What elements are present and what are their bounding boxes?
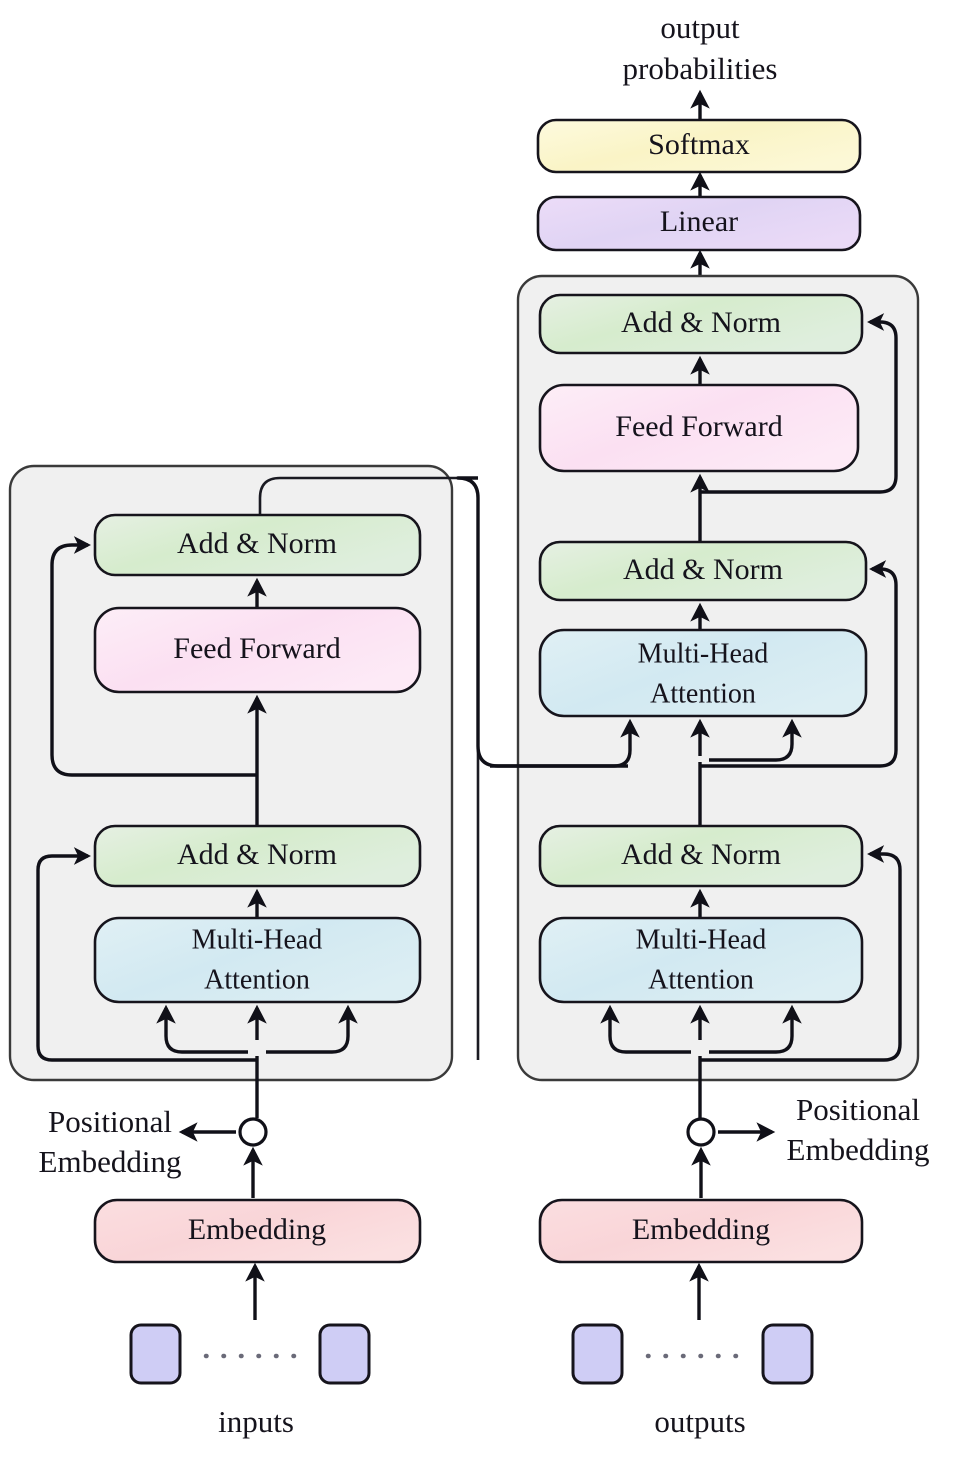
decoder-feed-forward-box: [538, 383, 860, 473]
decoder-add-norm-middle-label: Add & Norm: [623, 553, 783, 586]
encoder-feed-forward-box: [93, 606, 422, 694]
softmax-label: Softmax: [648, 128, 750, 161]
encoder-add-norm-upper-label: Add & Norm: [177, 527, 337, 560]
decoder-add-norm-upper-label: Add & Norm: [621, 306, 781, 339]
encoder-input-token-last: [318, 1323, 371, 1385]
encoder-add-norm-lower-box: [93, 824, 422, 888]
decoder-self-attention-label-line2: Attention: [648, 964, 754, 995]
encoder-attention-label-line1: Multi-Head: [192, 924, 323, 955]
decoder-embedding-label: Embedding: [632, 1213, 770, 1246]
decoder-cross-attention-box: [538, 628, 868, 718]
output-probabilities-line1: output: [660, 10, 740, 45]
encoder-embedding-label: Embedding: [188, 1213, 326, 1246]
encoder-attention-label-line2: Attention: [204, 964, 310, 995]
decoder-cross-attention-label-line2: Attention: [650, 678, 756, 709]
encoder-positional-label-line2: Embedding: [39, 1144, 182, 1179]
encoder-io-label: inputs: [218, 1404, 294, 1439]
decoder-output-token-last: [761, 1323, 814, 1385]
decoder-add-norm-upper-box: [538, 293, 864, 355]
decoder-crossattn-value: [709, 718, 802, 762]
decoder-output-token-first: [571, 1323, 624, 1385]
encoder-qkv-right: [266, 1004, 358, 1054]
decoder-embedding-box: [538, 1198, 864, 1264]
decoder-residual-middle: [700, 560, 898, 768]
decoder-positional-label-line1: Positional: [796, 1092, 920, 1127]
decoder-qkv-right: [709, 1004, 802, 1054]
decoder-residual-lower: [700, 845, 902, 1062]
decoder-cross-attention-label-line1: Multi-Head: [638, 638, 769, 669]
decoder-add-norm-middle-box: [538, 540, 868, 602]
decoder-positional-label-line2: Embedding: [787, 1132, 930, 1167]
linear-label: Linear: [660, 205, 738, 238]
encoder-self-attention-box: [93, 916, 422, 1004]
decoder-positional-add-node: [686, 1117, 716, 1147]
decoder-add-norm-lower-label: Add & Norm: [621, 838, 781, 871]
decoder-residual-upper: [700, 313, 898, 494]
decoder-feed-forward-label: Feed Forward: [615, 410, 782, 443]
decoder-self-attention-box: [538, 916, 864, 1004]
encoder-feed-forward-label: Feed Forward: [173, 632, 340, 665]
output-probabilities-line2: probabilities: [623, 51, 778, 86]
decoder-self-attention-label-line1: Multi-Head: [636, 924, 767, 955]
encoder-add-norm-lower-label: Add & Norm: [177, 838, 337, 871]
encoder-embedding-box: [93, 1198, 422, 1264]
encoder-positional-add-node: [238, 1117, 268, 1147]
decoder-qkv-left: [600, 1004, 691, 1054]
encoder-residual-lower: [36, 847, 257, 1062]
wire-encoder-to-decoder-cross: [456, 476, 628, 768]
encoder-residual-upper: [50, 536, 257, 777]
encoder-add-norm-upper-box: [93, 513, 422, 577]
encoder-positional-label-line1: Positional: [48, 1104, 172, 1139]
decoder-io-label: outputs: [654, 1404, 745, 1439]
encoder-qkv-left: [156, 1004, 248, 1054]
decoder-add-norm-lower-box: [538, 824, 864, 888]
encoder-input-token-first: [129, 1323, 182, 1385]
